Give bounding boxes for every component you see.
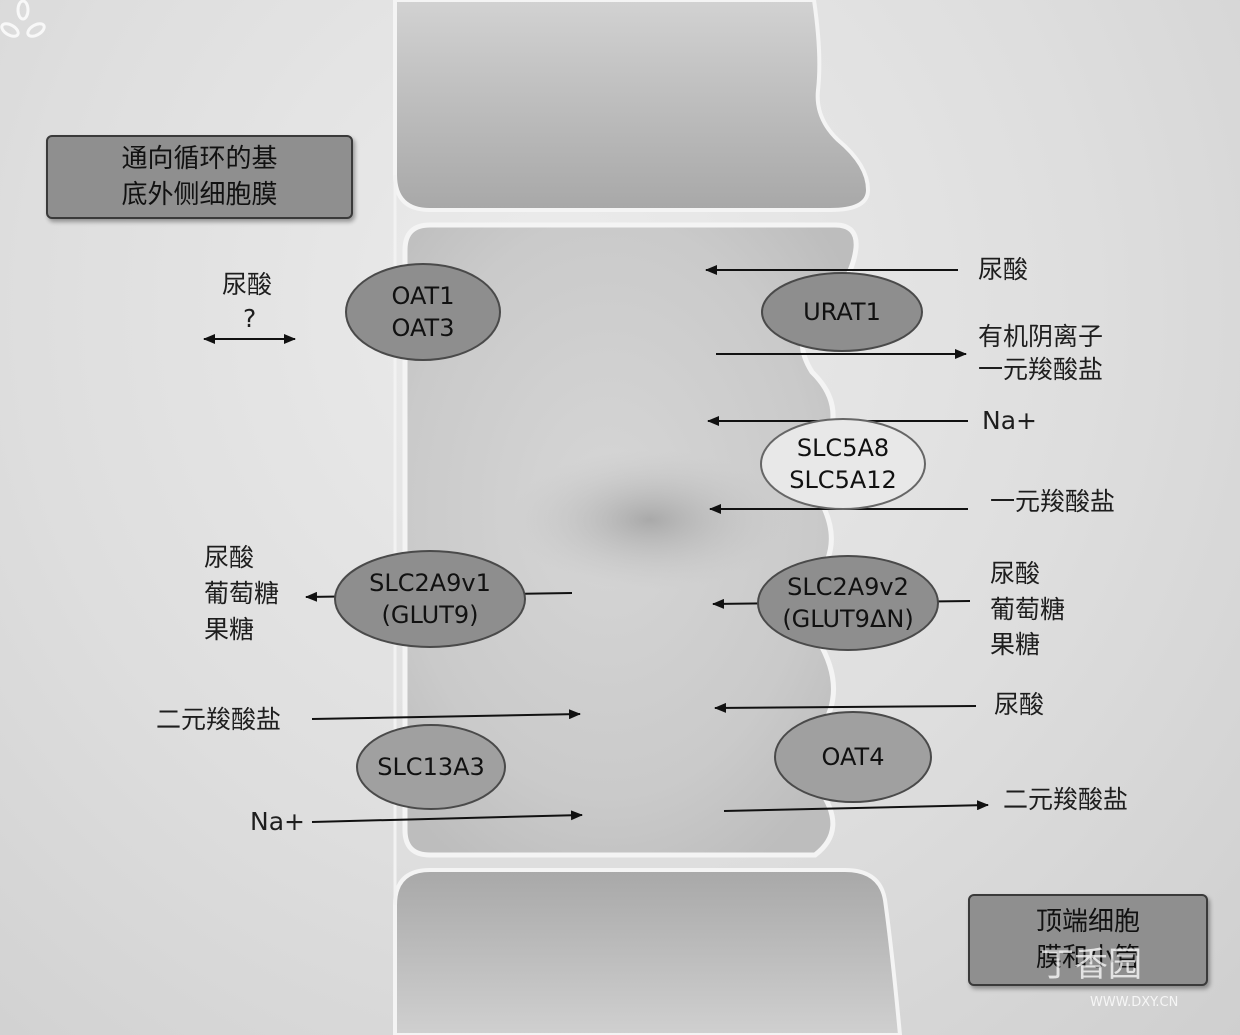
basolateral-line-1: 通向循环的基: [121, 144, 278, 174]
glut9-right-glucose: 葡萄糖: [990, 595, 1066, 624]
apical-line-2: 膜和小管: [1035, 943, 1140, 973]
urat1-text: URAT1: [803, 298, 881, 326]
slc5a8-mono-label: 一元羧酸盐: [990, 487, 1116, 516]
glut9-text: (GLUT9): [381, 601, 479, 629]
apical-box: 顶端细胞 膜和小管: [968, 894, 1208, 986]
slc13a3-label: SLC13A3: [357, 725, 505, 809]
oat1-oat3-label: OAT1 OAT3: [346, 264, 500, 360]
slc2a9v2-label: SLC2A9v2 (GLUT9ΔN): [758, 556, 938, 650]
urat1-label: URAT1: [762, 273, 922, 351]
urat1-urate-label: 尿酸: [978, 255, 1029, 284]
arrow-oat4-urate: [714, 702, 977, 713]
slc2a9v1-shape: [334, 550, 526, 648]
left-question-label: ?: [243, 304, 257, 333]
slc2a9v1-label: SLC2A9v1 (GLUT9): [335, 551, 525, 647]
glut9-left-fructose: 果糖: [204, 615, 255, 644]
slc13-na-label: Na+: [250, 807, 305, 836]
nucleus: [510, 450, 790, 590]
oat4-urate-label: 尿酸: [994, 690, 1045, 719]
slc2a9v2-shape: [757, 555, 939, 651]
glut9-left-glucose: 葡萄糖: [204, 579, 280, 608]
oat4-dicarb-label: 二元羧酸盐: [1003, 785, 1129, 814]
slc5a8-na-label: Na+: [982, 406, 1037, 435]
slc5a8-text: SLC5A8: [796, 434, 890, 462]
slc5a12-text: SLC5A12: [789, 466, 897, 494]
urat1-anion-label-2: 一元羧酸盐: [978, 355, 1104, 384]
watermark-flower-icon: [0, 0, 46, 38]
watermark-url: WWW.DXY.CN: [1090, 995, 1179, 1010]
glut9-right-fructose: 果糖: [990, 630, 1041, 659]
left-urate-label: 尿酸: [222, 270, 273, 299]
slc13-dicarb-label: 二元羧酸盐: [156, 705, 282, 734]
watermark-brand: 丁香园: [1040, 945, 1142, 985]
glut9-right-urate: 尿酸: [990, 559, 1041, 588]
urat1-anion-label-1: 有机阴离子: [978, 322, 1104, 351]
oat1-oat3-shape: [345, 263, 501, 361]
arrow-slc13-na: [311, 810, 583, 823]
arrow-oat4-dicarb: [723, 800, 989, 812]
slc5a8-shape: [760, 418, 926, 510]
glut9-left-urate: 尿酸: [204, 543, 255, 572]
slc13a3-shape: [356, 724, 506, 810]
oat4-label: OAT4: [775, 712, 931, 802]
arrow-slc13-dicarb: [311, 709, 581, 720]
slc2a9v1-text: SLC2A9v1: [369, 569, 491, 597]
upper-cell: [393, 0, 871, 212]
oat4-text: OAT4: [821, 743, 885, 771]
oat3-text: OAT3: [391, 314, 455, 342]
slc5a8-label: SLC5A8 SLC5A12: [761, 419, 925, 509]
urat1-shape: [761, 272, 923, 352]
oat4-shape: [774, 711, 932, 803]
oat1-text: OAT1: [391, 282, 455, 310]
apical-line-1: 顶端细胞: [1035, 907, 1140, 937]
slc13a3-text: SLC13A3: [377, 753, 485, 781]
basolateral-line-2: 底外侧细胞膜: [121, 180, 278, 210]
glut9dn-text: (GLUT9ΔN): [782, 605, 914, 633]
basolateral-box: 通向循环的基 底外侧细胞膜: [46, 135, 353, 219]
slc2a9v2-text: SLC2A9v2: [787, 573, 909, 601]
lower-cell: [393, 868, 903, 1035]
